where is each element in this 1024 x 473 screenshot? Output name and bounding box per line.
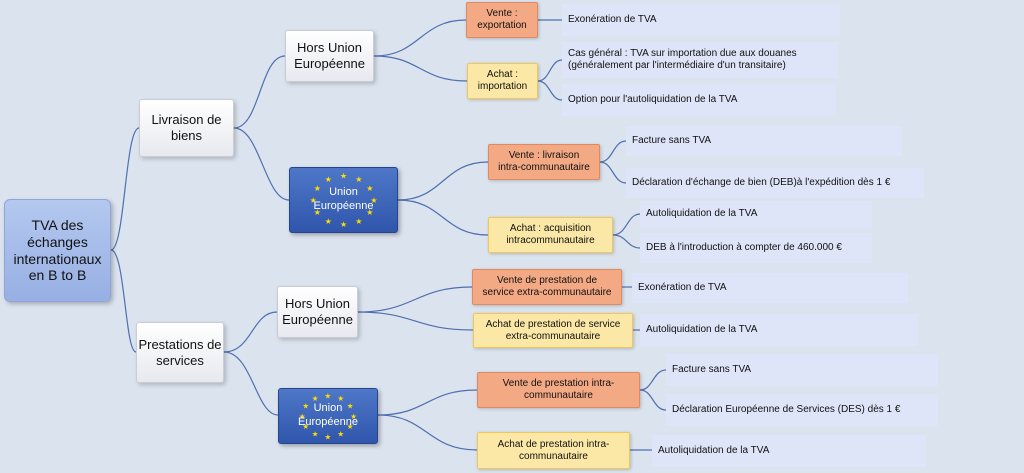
connector [110, 249, 137, 353]
eu-star-icon: ★ [299, 412, 306, 421]
services-eu-flag-topic: ★★★★★★★★★★★★ Union Européenne [278, 388, 378, 444]
eu-star-icon: ★ [325, 217, 332, 226]
eu-star-icon: ★ [302, 402, 309, 411]
goods-delivery-topic: Livraison de biens [139, 99, 234, 157]
eu-star-icon: ★ [312, 430, 319, 439]
goods-export-sale: Vente : exportation [466, 2, 538, 38]
goods-eu-flag-topic: ★ ★ ★ ★ ★ ★ ★ ★ ★ ★ ★ ★ Union Européenne [289, 167, 398, 233]
goods-import-purchase: Achat : importation [467, 63, 538, 99]
connector [233, 55, 286, 129]
connector [377, 389, 478, 416]
eu-stars-icon: ★ ★ ★ ★ ★ ★ ★ ★ ★ ★ ★ ★ [310, 172, 378, 230]
goods-intra-eu-purchase: Achat : acquisition intracommunautaire [488, 217, 613, 253]
connector [612, 234, 641, 249]
leaf-intra-sale-invoice: Facture sans TVA [626, 126, 902, 156]
connector [373, 55, 468, 82]
leaf-services-extra-exemption: Exonération de TVA [632, 273, 908, 303]
eu-star-icon: ★ [347, 402, 354, 411]
eu-star-icon: ★ [325, 432, 332, 441]
eu-star-icon: ★ [340, 220, 347, 229]
eu-stars-icon: ★★★★★★★★★★★★ [299, 391, 357, 441]
connector [233, 127, 290, 201]
connector [357, 311, 474, 331]
eu-star-icon: ★ [325, 391, 332, 400]
connector [357, 286, 473, 313]
eu-star-icon: ★ [337, 430, 344, 439]
connector [377, 414, 478, 451]
eu-star-icon: ★ [340, 172, 347, 181]
connector [599, 140, 627, 163]
leaf-intra-purchase-deb: DEB à l'introduction à compter de 460.00… [640, 233, 872, 263]
eu-star-icon: ★ [314, 208, 321, 217]
connector [537, 80, 563, 101]
eu-star-icon: ★ [325, 175, 332, 184]
leaf-intra-purchase-self-assessment: Autoliquidation de la TVA [640, 201, 872, 228]
eu-star-icon: ★ [347, 422, 354, 431]
eu-star-icon: ★ [310, 196, 317, 205]
services-extra-eu-sale: Vente de prestation de service extra-com… [472, 269, 622, 305]
eu-star-icon: ★ [314, 184, 321, 193]
goods-intra-eu-sale: Vente : livraison intra-communautaire [488, 144, 600, 180]
eu-star-icon: ★ [337, 394, 344, 403]
leaf-services-extra-self-assessment: Autoliquidation de la TVA [640, 314, 918, 346]
connector [110, 127, 140, 251]
services-extra-eu-purchase: Achat de prestation de service extra-com… [473, 313, 633, 348]
services-eu-label: Union Européenne [298, 402, 358, 428]
eu-star-icon: ★ [355, 217, 362, 226]
leaf-services-intra-invoice: Facture sans TVA [666, 354, 938, 386]
connector [223, 351, 279, 416]
eu-star-icon: ★ [312, 394, 319, 403]
connector [639, 369, 667, 391]
eu-star-icon: ★ [366, 208, 373, 217]
services-outside-eu-topic: Hors Union Européenne [277, 286, 358, 338]
root-topic: TVA des échanges internationaux en B to … [4, 199, 111, 302]
connector [599, 161, 627, 184]
connector [373, 19, 467, 57]
leaf-services-intra-purchase-self-assessment: Autoliquidation de la TVA [652, 435, 926, 467]
connector [612, 213, 641, 236]
eu-star-icon: ★ [302, 422, 309, 431]
services-intra-eu-sale: Vente de prestation intra- communautaire [477, 372, 640, 408]
goods-outside-eu-topic: Hors Union Européenne [285, 30, 374, 82]
connector [397, 199, 489, 236]
leaf-services-intra-des: Déclaration Européenne de Services (DES)… [666, 394, 938, 426]
eu-star-icon: ★ [350, 412, 357, 421]
goods-eu-label: Union Européenne [313, 186, 374, 212]
services-intra-eu-purchase: Achat de prestation intra- communautaire [477, 432, 630, 469]
connector [537, 59, 563, 82]
leaf-export-vat-exemption: Exonération de TVA [562, 4, 840, 36]
eu-star-icon: ★ [370, 196, 377, 205]
leaf-import-self-assessment: Option pour l'autoliquidation de la TVA [562, 84, 836, 116]
connector [639, 389, 667, 411]
services-topic: Prestations de services [136, 322, 224, 383]
connector [223, 311, 278, 353]
leaf-intra-sale-deb: Déclaration d'échange de bien (DEB)à l'e… [626, 168, 924, 198]
eu-star-icon: ★ [355, 175, 362, 184]
eu-star-icon: ★ [366, 184, 373, 193]
connector [397, 161, 489, 201]
leaf-import-general-case: Cas général : TVA sur importation due au… [562, 42, 838, 78]
